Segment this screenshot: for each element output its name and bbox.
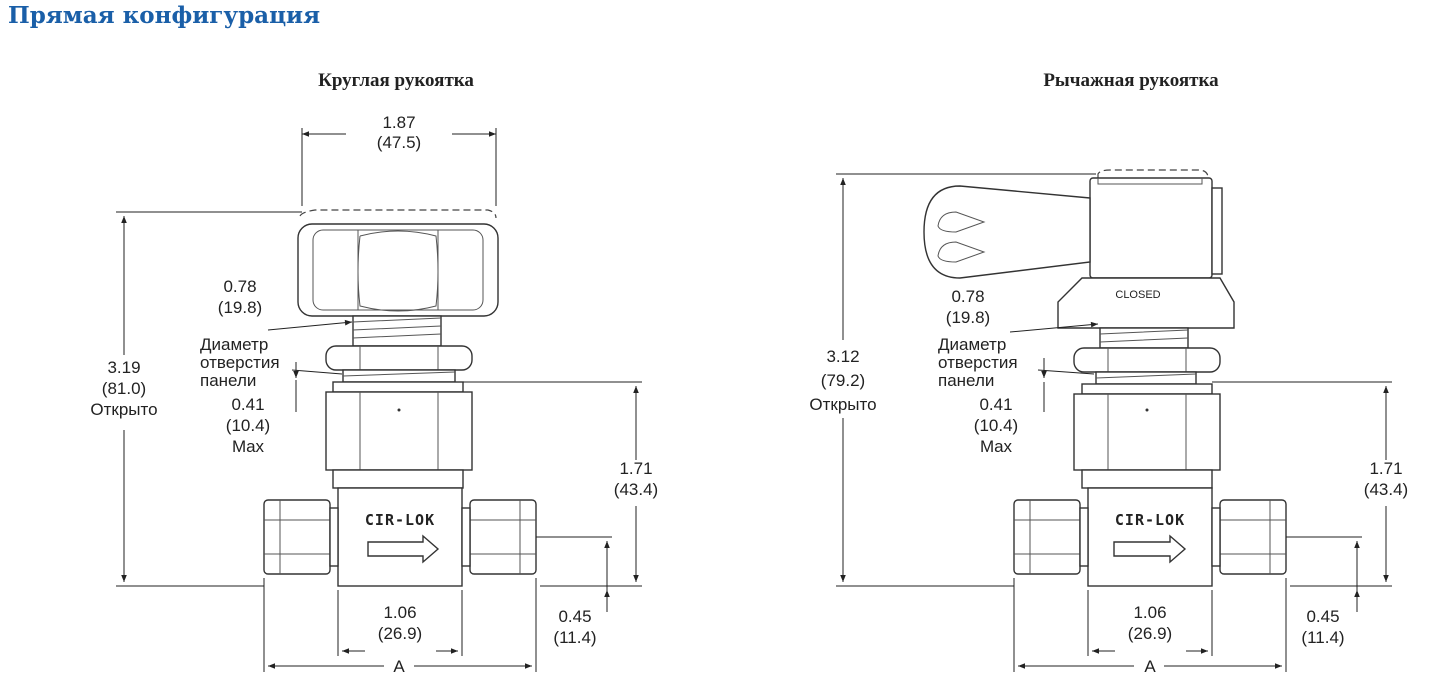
brand-logo: CIR-LOK <box>365 511 435 529</box>
svg-text:(11.4): (11.4) <box>553 628 596 647</box>
valve-body-lever: CIR-LOK <box>1087 487 1213 587</box>
stem-and-panel-nut <box>325 315 473 393</box>
dim-height-open: 3.19 (81.0) Открыто <box>90 211 302 587</box>
svg-text:0.78: 0.78 <box>223 277 256 296</box>
dim-body-height-lever: 1.71 (43.4) <box>1212 381 1408 587</box>
page-title: Прямая конфигурация <box>8 2 321 29</box>
flow-arrow-icon <box>367 534 440 564</box>
dim-body-width: 1.06 (26.9) <box>337 590 463 656</box>
svg-text:3.12: 3.12 <box>826 347 859 366</box>
svg-text:(43.4): (43.4) <box>1364 480 1408 499</box>
bonnet-nut <box>325 391 473 489</box>
svg-text:Диаметр: Диаметр <box>938 335 1006 354</box>
svg-text:(79.2): (79.2) <box>821 371 865 390</box>
svg-text:A: A <box>1144 657 1156 676</box>
view-title-round: Круглая рукоятка <box>318 70 474 91</box>
svg-text:1.06: 1.06 <box>383 603 416 622</box>
svg-text:Max: Max <box>232 437 265 456</box>
svg-text:(19.8): (19.8) <box>946 308 990 327</box>
dim-body-width-lever: 1.06 (26.9) <box>1087 590 1213 656</box>
dim-overall-a: A <box>263 578 537 676</box>
svg-text:0.78: 0.78 <box>951 287 984 306</box>
svg-text:1.06: 1.06 <box>1133 603 1166 622</box>
svg-text:0.41: 0.41 <box>231 395 264 414</box>
svg-text:1.71: 1.71 <box>619 459 652 478</box>
svg-text:0.41: 0.41 <box>979 395 1012 414</box>
svg-text:(26.9): (26.9) <box>1128 624 1172 643</box>
svg-text:(43.4): (43.4) <box>614 480 658 499</box>
bonnet-nut-lever <box>1073 393 1221 489</box>
svg-text:(11.4): (11.4) <box>1301 628 1344 647</box>
svg-text:A: A <box>393 657 405 676</box>
svg-text:(10.4): (10.4) <box>974 416 1018 435</box>
svg-text:(26.9): (26.9) <box>378 624 422 643</box>
dim-body-height: 1.71 (43.4) <box>463 381 658 587</box>
svg-text:панели: панели <box>938 371 994 390</box>
dim-overall-a-lever: A <box>1013 578 1287 676</box>
round-handle-view: Круглая рукоятка CI <box>90 70 658 676</box>
svg-text:(10.4): (10.4) <box>226 416 270 435</box>
svg-text:0.45: 0.45 <box>1306 607 1339 626</box>
svg-text:1.71: 1.71 <box>1369 459 1402 478</box>
brand-logo-lever: CIR-LOK <box>1115 511 1185 529</box>
view-title-lever: Рычажная рукоятка <box>1043 70 1219 91</box>
closed-label: CLOSED <box>1115 289 1160 301</box>
end-fittings-lever <box>1013 499 1287 575</box>
svg-text:Открыто: Открыто <box>809 395 876 414</box>
svg-text:3.19: 3.19 <box>107 358 140 377</box>
svg-text:Max: Max <box>980 437 1013 456</box>
svg-text:отверстия: отверстия <box>938 353 1018 372</box>
dim-centerline: 0.45 (11.4) <box>536 536 612 647</box>
round-knob-drawing <box>297 209 499 317</box>
dim-panel-thickness-lever: 0.41 (10.4) Max <box>974 358 1047 456</box>
valve-body: CIR-LOK <box>337 487 463 587</box>
lever-handle-drawing: CLOSED <box>923 169 1235 329</box>
dim-centerline-lever: 0.45 (11.4) <box>1286 536 1362 647</box>
dim-height-open-lever: 3.12 (79.2) Открыто <box>809 173 1096 587</box>
svg-text:Открыто: Открыто <box>90 400 157 419</box>
dim-panel-thickness: 0.41 (10.4) Max <box>226 362 299 456</box>
dim-handle-width: 1.87 (47.5) <box>301 113 497 206</box>
svg-text:0.45: 0.45 <box>558 607 591 626</box>
svg-text:(81.0): (81.0) <box>102 379 146 398</box>
dim-panel-hole: 0.78 (19.8) Диаметр отверстия панели <box>200 277 353 390</box>
svg-text:(47.5): (47.5) <box>377 133 421 152</box>
stem-and-panel-nut-lever <box>1073 327 1221 395</box>
svg-text:Диаметр: Диаметр <box>200 335 268 354</box>
svg-text:(19.8): (19.8) <box>218 298 262 317</box>
dim-panel-hole-lever: 0.78 (19.8) Диаметр отверстия панели <box>938 287 1099 390</box>
svg-text:1.87: 1.87 <box>382 113 415 132</box>
flow-arrow-icon <box>1113 534 1187 564</box>
end-fittings <box>263 499 537 575</box>
svg-text:панели: панели <box>200 371 256 390</box>
svg-text:отверстия: отверстия <box>200 353 280 372</box>
lever-handle-view: Рычажная рукоятка CLOSED <box>809 70 1408 676</box>
